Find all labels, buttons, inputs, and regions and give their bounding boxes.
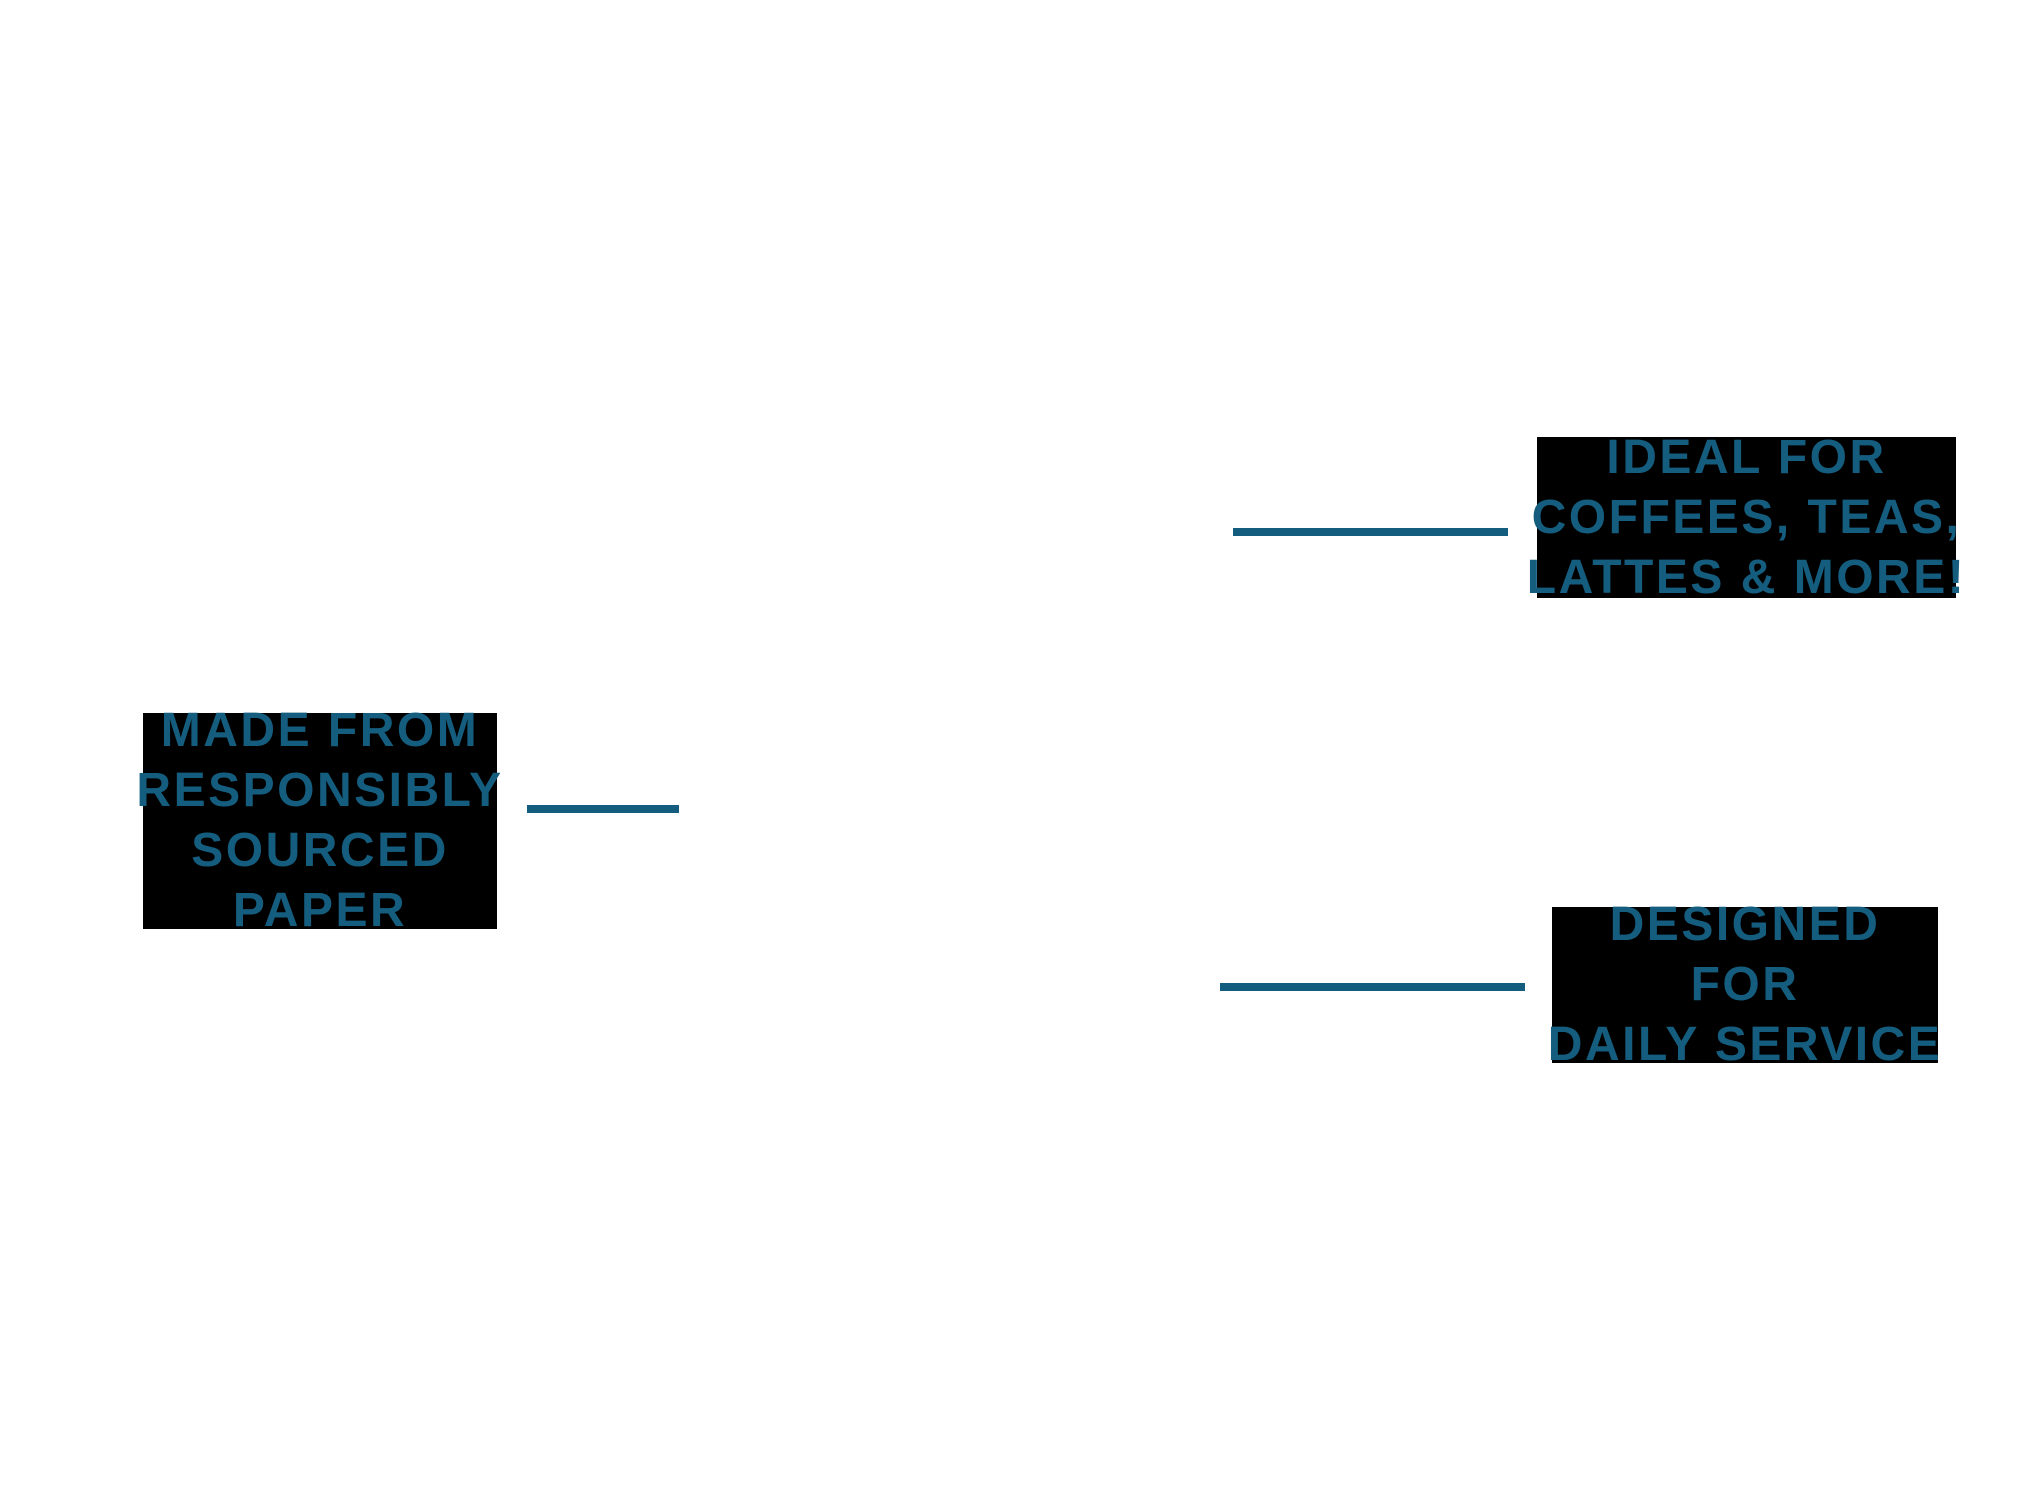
callout-text-line: MADE FROM [160,704,480,757]
callout-designed-for-text: DESIGNED FOR DAILY SERVICE [1548,895,1942,1075]
callout-made-from-responsibly-sourced-paper: MADE FROM RESPONSIBLY SOURCED PAPER [136,704,501,937]
callout-text-line: SOURCED [191,824,449,877]
callout-text-line: PAPER [232,884,408,937]
leader-line-designed-for [1220,983,1525,991]
leader-line-ideal-for [1233,528,1508,536]
callout-made-from-text: MADE FROM RESPONSIBLY SOURCED PAPER [136,701,503,941]
callout-text-line: LATTES & MORE! [1526,550,1967,604]
callout-ideal-for-coffees-teas-lattes: IDEAL FOR COFFEES, TEAS, LATTES & MORE! [1527,431,1964,604]
callout-designed-for-daily-service: DESIGNED FOR DAILY SERVICE [1548,898,1940,1071]
callout-text-line: DESIGNED [1609,898,1881,951]
callout-text-line: FOR [1690,958,1800,1011]
callout-text-line: DAILY SERVICE [1547,1018,1943,1071]
callout-text-line: IDEAL FOR [1606,430,1887,484]
callout-text-line: RESPONSIBLY [136,764,504,817]
leader-line-made-from [527,805,679,813]
callout-ideal-for-text: IDEAL FOR COFFEES, TEAS, LATTES & MORE! [1527,428,1966,608]
callout-text-line: COFFEES, TEAS, [1531,490,1962,544]
